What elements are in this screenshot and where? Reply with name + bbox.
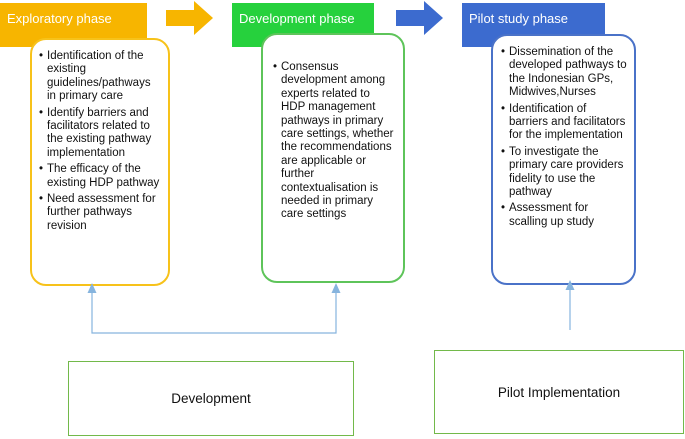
pilot-item: To investigate the primary care provider… <box>501 146 628 200</box>
development-stage-box: Development <box>68 361 354 436</box>
pilot-connector <box>565 280 575 330</box>
pilot-implementation-label: Pilot Implementation <box>497 384 621 400</box>
pilot-phase-box: Dissemination of the developed pathways … <box>491 34 636 285</box>
feedback-connector <box>87 283 341 334</box>
exploratory-phase-list: Identification of the existing guideline… <box>39 50 162 233</box>
phase-arrow-2 <box>396 1 443 35</box>
pilot-implementation-box: Pilot Implementation <box>434 350 684 434</box>
development-item: Consensus development among experts rela… <box>273 61 395 222</box>
development-phase-box: Consensus development among experts rela… <box>261 33 405 283</box>
development-phase-title: Development phase <box>239 11 355 26</box>
pilot-phase-list: Dissemination of the developed pathways … <box>501 46 628 229</box>
exploratory-item: Identify barriers and facilitators relat… <box>39 107 162 161</box>
development-phase-list: Consensus development among experts rela… <box>273 61 395 222</box>
exploratory-item: The efficacy of the existing HDP pathway <box>39 163 162 190</box>
pilot-item: Assessment for scalling up study <box>501 202 628 229</box>
phase-arrow-1 <box>166 1 213 35</box>
development-stage-label: Development <box>171 391 251 406</box>
exploratory-item: Need assessment for further pathways rev… <box>39 193 162 233</box>
exploratory-item: Identification of the existing guideline… <box>39 50 162 104</box>
pilot-item: Identification of barriers and facilitat… <box>501 103 628 143</box>
exploratory-phase-box: Identification of the existing guideline… <box>30 38 170 286</box>
pilot-item: Dissemination of the developed pathways … <box>501 46 628 100</box>
exploratory-phase-title: Exploratory phase <box>7 11 112 26</box>
pilot-phase-title: Pilot study phase <box>469 11 569 26</box>
